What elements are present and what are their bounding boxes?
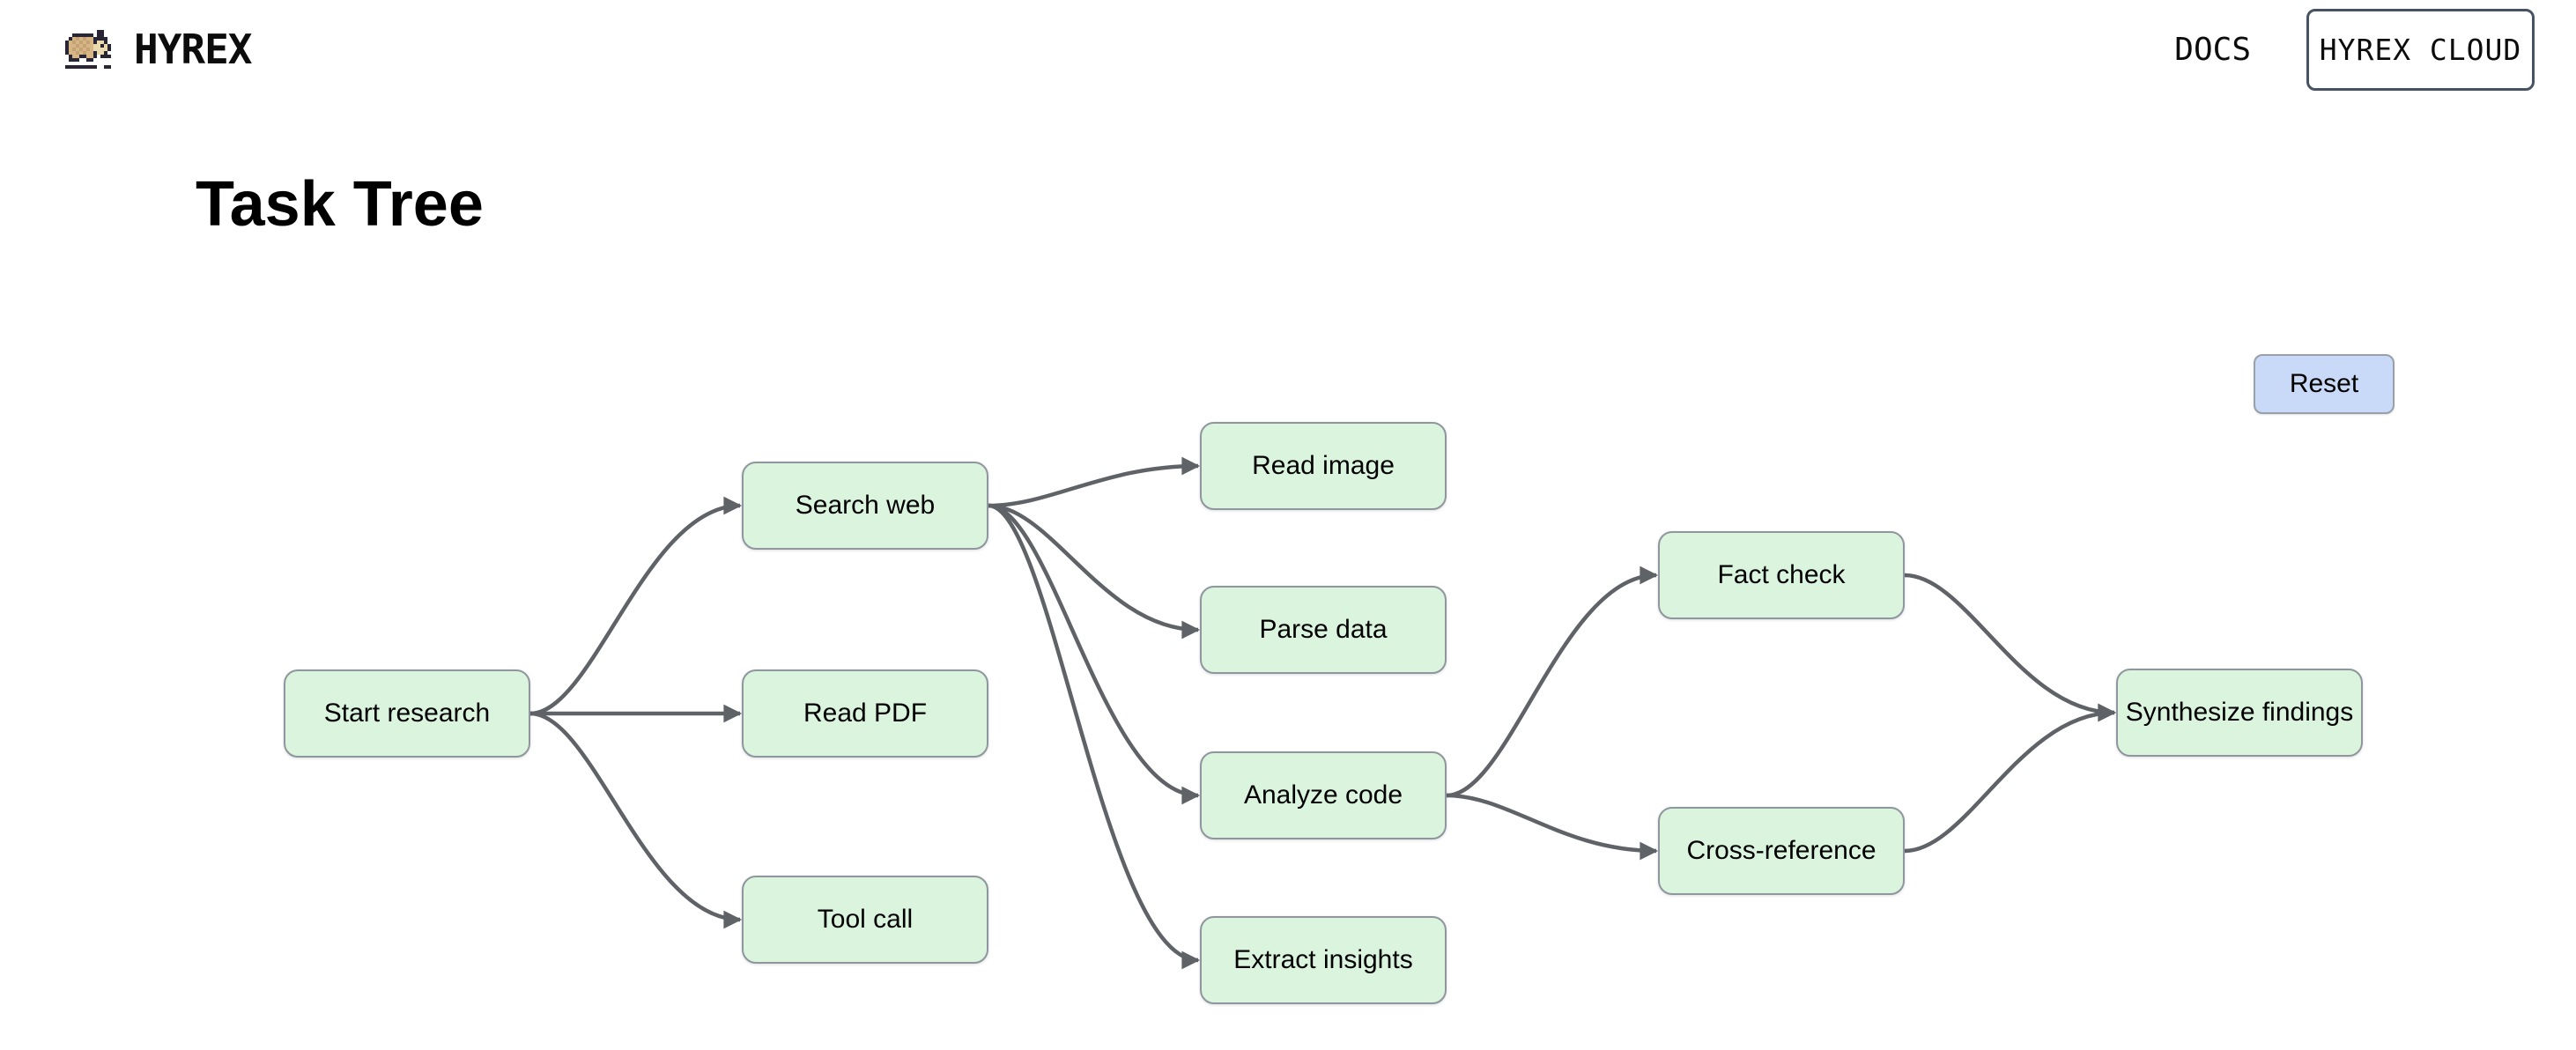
- flow-edge-search-web-to-analyze-code: [988, 503, 1201, 805]
- flow-edge-search-web-to-parse-data: [988, 503, 1201, 640]
- header-nav: DOCS HYREX CLOUD: [2174, 8, 2535, 91]
- reset-button[interactable]: Reset: [2254, 354, 2395, 414]
- flow-edge-start-research-to-tool-call: [529, 711, 743, 929]
- flow-node-parse-data[interactable]: Parse data: [1200, 586, 1447, 674]
- flow-edge-start-research-to-search-web: [529, 496, 743, 716]
- flow-edge-cross-reference-to-synthesize-findings: [1904, 703, 2117, 854]
- flow-edge-fact-check-to-synthesize-findings: [1904, 573, 2117, 722]
- flow-node-tool-call[interactable]: Tool call: [742, 876, 988, 964]
- flow-edge-search-web-to-read-image: [988, 456, 1201, 508]
- flow-edge-analyze-code-to-fact-check: [1446, 566, 1659, 798]
- flow-node-search-web[interactable]: Search web: [742, 462, 988, 550]
- flow-edge-search-web-to-extract-insights: [988, 503, 1201, 970]
- page-title: Task Tree: [196, 169, 484, 240]
- flow-edge-analyze-code-to-cross-reference: [1446, 793, 1659, 861]
- flow-node-synthesize-findings[interactable]: Synthesize findings: [2116, 669, 2363, 757]
- hyrex-logo-icon: [65, 30, 111, 69]
- docs-link[interactable]: DOCS: [2174, 31, 2251, 68]
- flow-node-cross-reference[interactable]: Cross-reference: [1658, 807, 1905, 895]
- flow-node-extract-insights[interactable]: Extract insights: [1200, 916, 1447, 1004]
- brand-name: HYREX: [134, 26, 252, 73]
- flow-node-start-research[interactable]: Start research: [284, 669, 530, 758]
- app-header: HYREX DOCS HYREX CLOUD: [0, 0, 2576, 99]
- flow-node-read-image[interactable]: Read image: [1200, 422, 1447, 510]
- flow-node-read-pdf[interactable]: Read PDF: [742, 669, 988, 758]
- brand-link[interactable]: HYREX: [62, 26, 252, 73]
- flow-node-analyze-code[interactable]: Analyze code: [1200, 751, 1447, 839]
- hyrex-cloud-button[interactable]: HYREX CLOUD: [2306, 8, 2535, 91]
- flow-node-fact-check[interactable]: Fact check: [1658, 531, 1905, 619]
